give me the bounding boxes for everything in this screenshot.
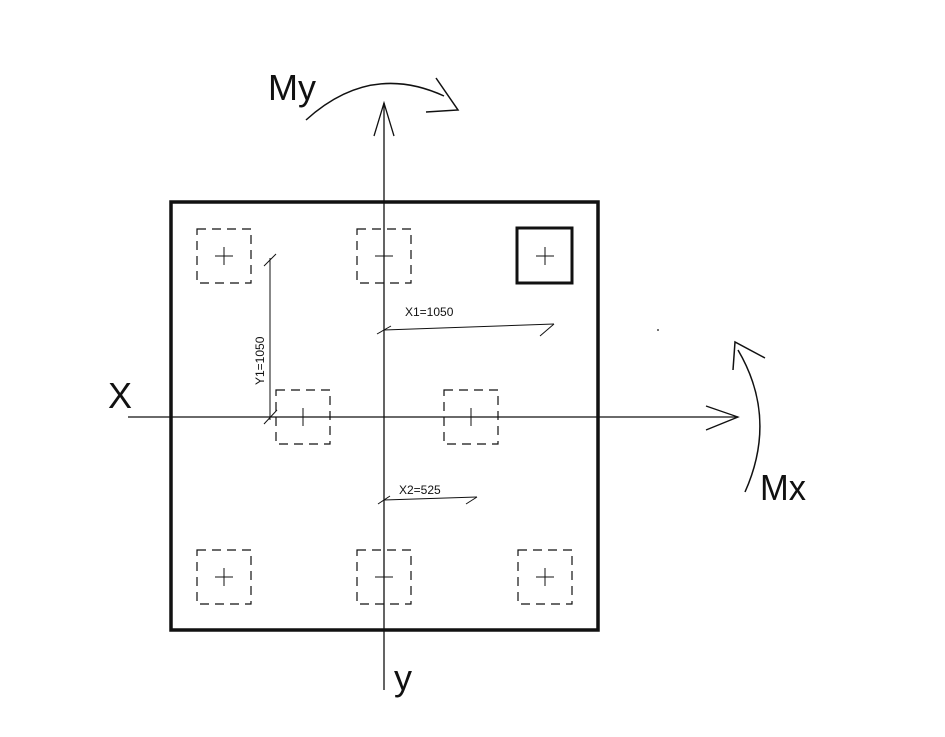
pile-top-right-highlighted: [515, 226, 574, 285]
moment-mx-arrow: [732, 340, 766, 493]
label-x2: X2=525: [399, 483, 441, 497]
label-mx: Mx: [760, 467, 806, 508]
y-axis-arrowhead: [373, 100, 395, 137]
moment-my-arrow: [305, 77, 460, 121]
dimension-x2: [377, 495, 478, 505]
x-axis-arrowhead: [705, 405, 740, 431]
dimension-x1: [376, 323, 555, 337]
pile-top-center: [356, 228, 412, 284]
dimension-y1: [263, 253, 278, 425]
pile-bottom-right: [517, 549, 573, 605]
pile-middle-right: [443, 389, 499, 445]
label-x1: X1=1050: [405, 305, 454, 319]
label-x-axis: X: [108, 375, 132, 416]
x-axis: [128, 405, 740, 431]
pile-middle-left: [275, 389, 331, 445]
stray-mark: [657, 329, 659, 331]
y-axis: [373, 100, 395, 690]
label-y1: Y1=1050: [253, 336, 267, 385]
label-y-axis: y: [394, 657, 412, 698]
pile-bottom-center: [356, 549, 412, 605]
pile-top-left: [196, 228, 252, 284]
pile-bottom-left: [196, 549, 252, 605]
label-my: My: [268, 67, 316, 108]
